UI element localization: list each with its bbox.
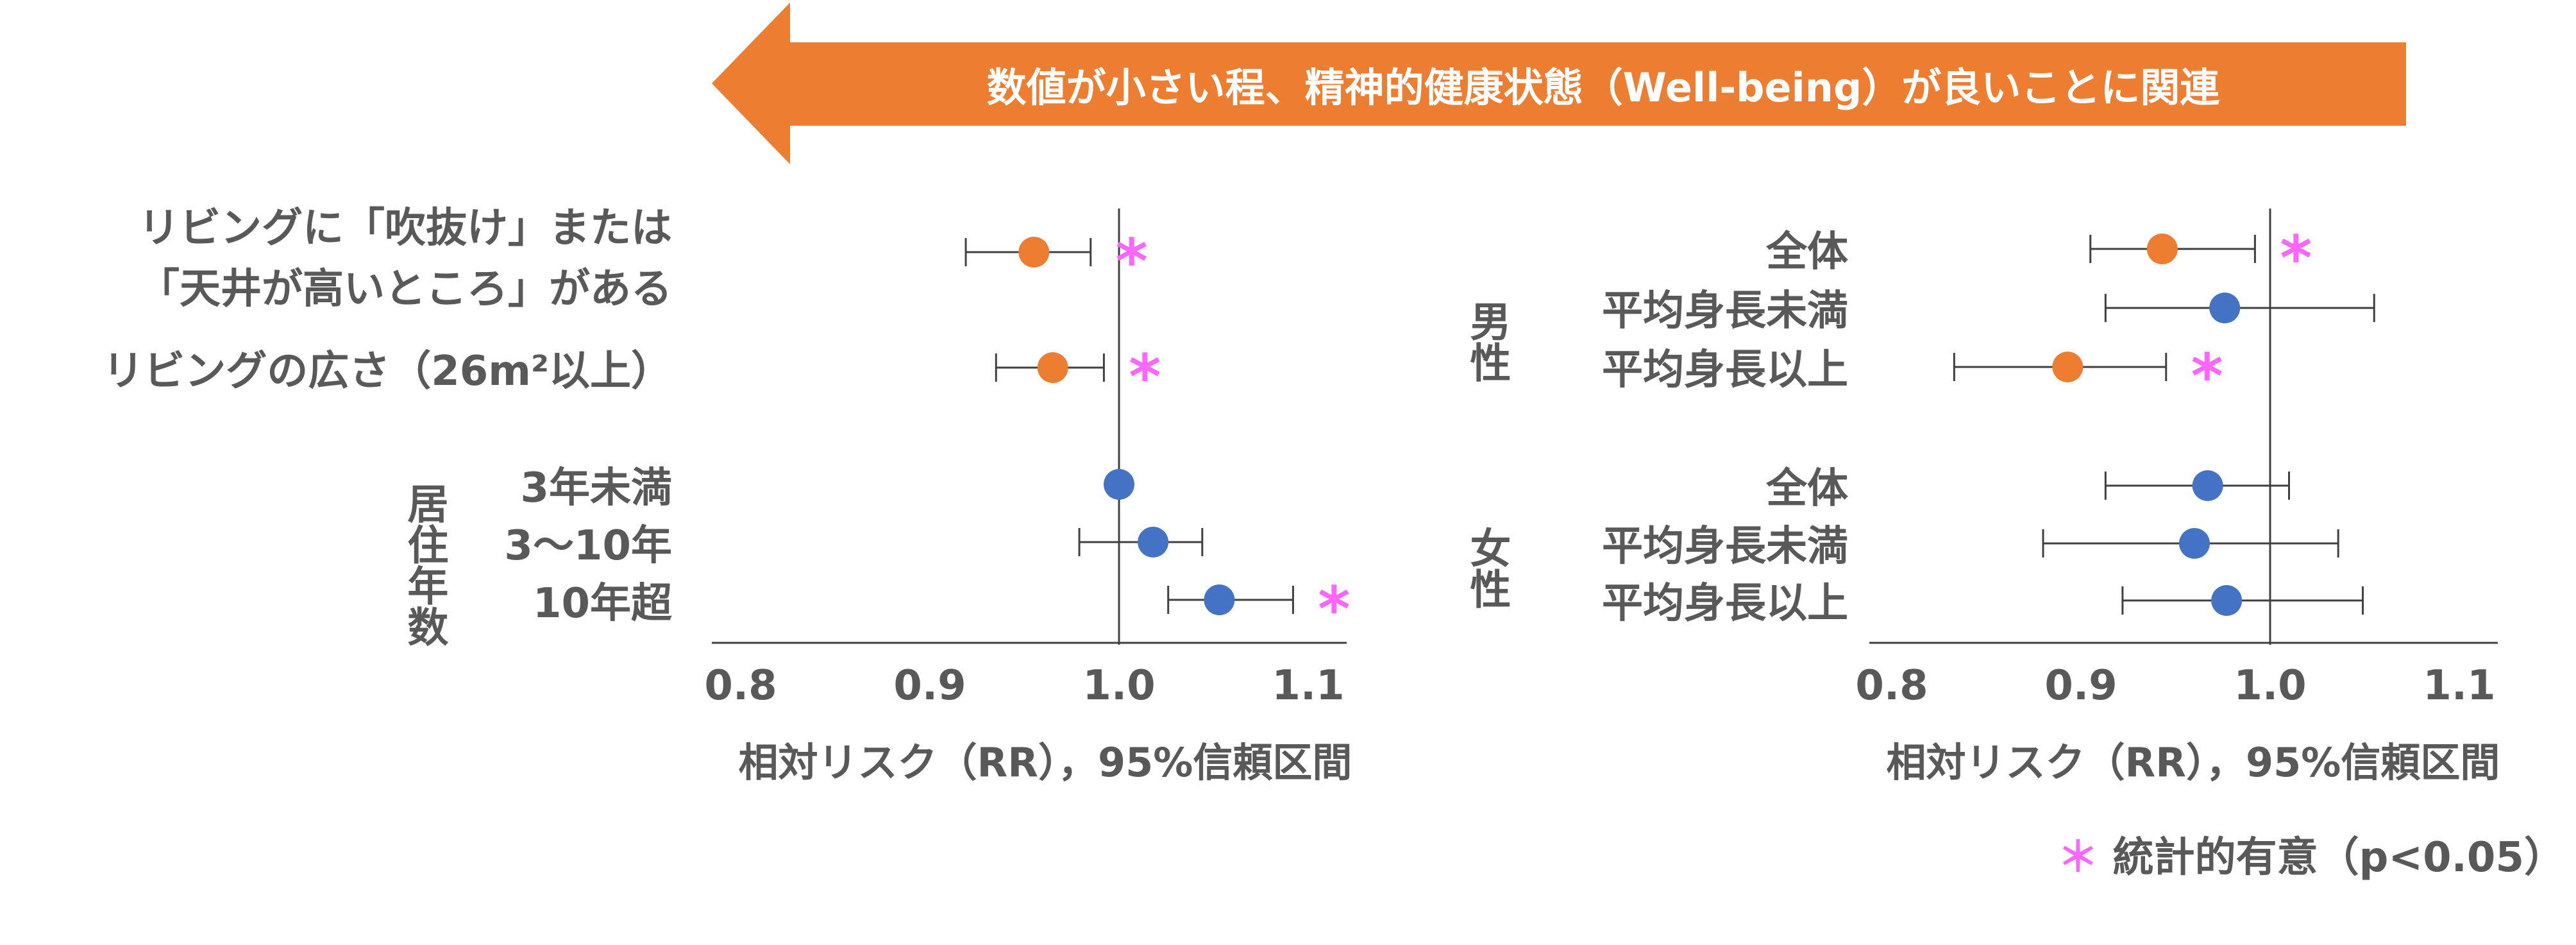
rr-point xyxy=(2146,234,2178,264)
tick-label: 0.8 xyxy=(1855,662,1928,710)
banner-text: 数値が小さい程、精神的健康状態（Well-being）が良いことに関連 xyxy=(986,64,2220,111)
rr-point xyxy=(2211,585,2243,616)
tick-label: 0.9 xyxy=(2044,662,2117,710)
footnote-text: 統計的有意（p<0.05） xyxy=(2098,834,2565,881)
rr-point xyxy=(1018,237,1050,268)
tick-label: 1.1 xyxy=(1272,662,1344,710)
row-label: 「天井が高いところ」がある xyxy=(139,266,672,313)
row-label: 10年超 xyxy=(533,580,673,627)
rr-point xyxy=(1037,352,1068,383)
row-label: リビングに「吹抜け」または xyxy=(139,205,672,252)
x-axis-label: 相対リスク（RR），95%信頼区間 xyxy=(739,739,1352,786)
significance-star: * xyxy=(1318,574,1350,645)
significance-star: * xyxy=(2191,341,2223,413)
rr-point xyxy=(2179,528,2210,559)
row-label: 3年未満 xyxy=(520,464,672,512)
tick-label: 1.0 xyxy=(2234,662,2306,710)
forest-panel-1: 0.8 0.9 1.0 1.1 相対リスク（RR），95%信頼区間 リビングに「吹抜け」ま… xyxy=(103,205,1352,786)
tick-label: 0.8 xyxy=(704,662,777,710)
rr-point xyxy=(1104,469,1134,500)
row-label: 平均身長以上 xyxy=(1602,580,1848,627)
group-label: 女性 xyxy=(1463,527,1511,609)
group-label: 男性 xyxy=(1463,300,1511,382)
row-label: 全体 xyxy=(1765,465,1848,513)
row-label: リビングの広さ（26m²以上） xyxy=(103,348,672,395)
rr-point xyxy=(1138,527,1169,558)
rr-point xyxy=(2192,470,2223,501)
tick-label: 1.0 xyxy=(1082,662,1155,710)
tick-label: 0.9 xyxy=(893,662,966,710)
row-label: 3〜10年 xyxy=(504,522,672,570)
significance-star: * xyxy=(1116,226,1148,298)
row-label: 平均身長未満 xyxy=(1602,523,1848,570)
footnote-star: ＊ xyxy=(2057,834,2098,881)
row-label: 平均身長未満 xyxy=(1602,287,1848,335)
tick-label: 1.1 xyxy=(2423,662,2495,710)
group-label: 居住年数 xyxy=(400,482,448,647)
rr-point xyxy=(1204,584,1235,615)
significance-star: * xyxy=(1129,341,1161,413)
forest-panel-2: 0.8 0.9 1.0 1.1 相対リスク（RR），95%信頼区間 全体 * 平均身長未満平均… xyxy=(1463,209,2500,786)
banner-arrow xyxy=(712,3,2406,164)
rr-point xyxy=(2209,293,2241,323)
significance-footnote: ＊ 統計的有意（p<0.05） xyxy=(2057,834,2565,881)
x-axis-label: 相対リスク（RR），95%信頼区間 xyxy=(1887,739,2500,786)
significance-star: * xyxy=(2280,223,2312,294)
rr-point xyxy=(2052,352,2084,382)
row-label: 全体 xyxy=(1765,228,1848,276)
row-label: 平均身長以上 xyxy=(1602,346,1848,394)
